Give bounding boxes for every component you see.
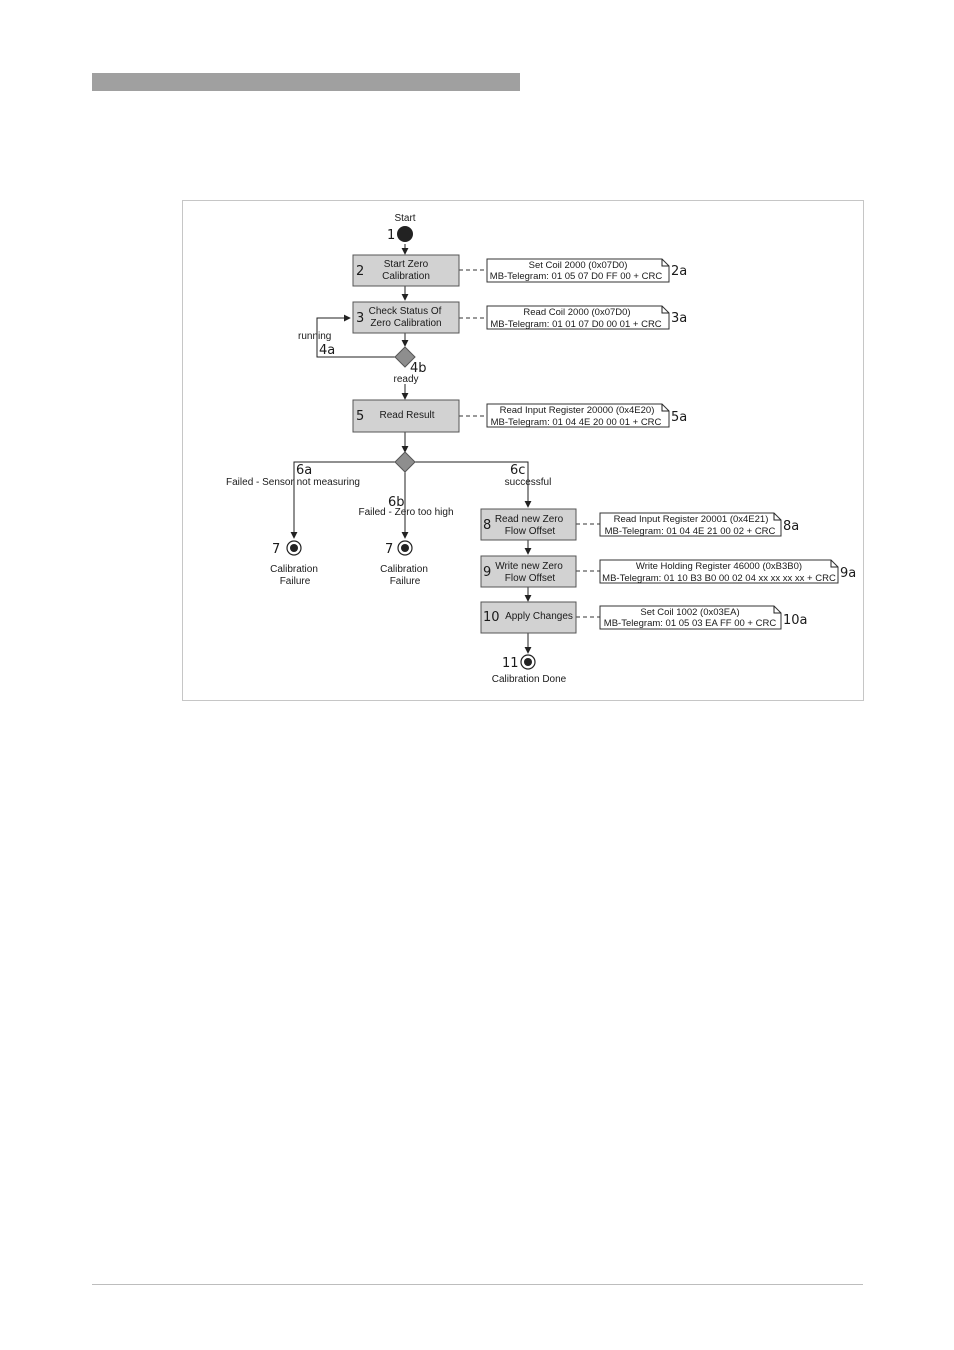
step-4a-number: 4a <box>319 343 335 358</box>
step-11-number: 11 <box>502 656 519 671</box>
step-2-line1: Start Zero <box>384 259 429 270</box>
step-4b-number: 4b <box>410 361 427 376</box>
step-2-box: 2 Start Zero Calibration <box>352 254 460 287</box>
note-5a: Read Input Register 20000 (0x4E20) MB-Te… <box>486 403 687 428</box>
start-label: Start <box>394 213 415 224</box>
step-9-line1: Write new Zero <box>495 561 563 572</box>
step-5-box: 5 Read Result <box>352 399 460 433</box>
calibration-done-label: Calibration Done <box>492 674 567 685</box>
step-10-label: Apply Changes <box>505 611 573 622</box>
step-7b-number: 7 <box>385 542 393 557</box>
note-3a-line2: MB-Telegram: 01 01 07 D0 00 01 + CRC <box>490 319 661 330</box>
failed-sensor-label: Failed - Sensor not measuring <box>226 477 360 488</box>
connectors <box>290 244 600 654</box>
step-3-line2: Zero Calibration <box>370 318 441 329</box>
note-10a: Set Coil 1002 (0x03EA) MB-Telegram: 01 0… <box>599 605 808 630</box>
successful-label: successful <box>505 477 552 488</box>
step-9-line2: Flow Offset <box>505 573 556 584</box>
note-2a-line1: Set Coil 2000 (0x07D0) <box>529 260 628 271</box>
note-9a-line1: Write Holding Register 46000 (0xB3B0) <box>636 561 802 572</box>
failure-a-line1: Calibration <box>270 564 318 575</box>
note-3a: Read Coil 2000 (0x07D0) MB-Telegram: 01 … <box>486 305 687 330</box>
step-2-number: 2 <box>356 264 364 279</box>
note-2a: Set Coil 2000 (0x07D0) MB-Telegram: 01 0… <box>486 258 687 283</box>
note-10a-line1: Set Coil 1002 (0x03EA) <box>640 607 739 618</box>
failure-b-line2: Failure <box>390 576 421 587</box>
note-8a-number: 8a <box>783 519 799 534</box>
note-5a-line1: Read Input Register 20000 (0x4E20) <box>500 405 655 416</box>
note-3a-number: 3a <box>671 311 687 326</box>
failure-a-line2: Failure <box>280 576 311 587</box>
step-3-line1: Check Status Of <box>369 306 442 317</box>
decision-4: running 4a 4b ready <box>298 331 427 385</box>
step-5-number: 5 <box>356 409 364 424</box>
note-10a-number: 10a <box>783 613 808 628</box>
footer-rule <box>92 1284 863 1285</box>
step-3-number: 3 <box>356 311 364 326</box>
start-dot <box>397 226 413 242</box>
diagram-frame <box>182 200 864 701</box>
failed-zero-label: Failed - Zero too high <box>358 507 453 518</box>
step-6a-number: 6a <box>296 463 312 478</box>
step-6b-number: 6b <box>388 495 405 510</box>
step-8-number: 8 <box>483 518 491 533</box>
step-2-line2: Calibration <box>382 271 430 282</box>
note-9a: Write Holding Register 46000 (0xB3B0) MB… <box>599 559 856 584</box>
ready-label: ready <box>393 374 418 385</box>
step-6c-number: 6c <box>510 463 525 478</box>
step-3-box: 3 Check Status Of Zero Calibration <box>352 301 460 334</box>
step-7a-number: 7 <box>272 542 280 557</box>
running-label: running <box>298 331 331 342</box>
step-10-number: 10 <box>483 610 500 625</box>
note-2a-number: 2a <box>671 264 687 279</box>
decision-6: 6a Failed - Sensor not measuring 6b Fail… <box>226 451 552 518</box>
step-1-number: 1 <box>387 228 395 243</box>
section-header-bar <box>92 73 520 91</box>
note-9a-line2: MB-Telegram: 01 10 B3 B0 00 02 04 xx xx … <box>602 573 836 584</box>
step-5-label: Read Result <box>379 410 434 421</box>
step-10-box: 10 Apply Changes <box>480 601 577 634</box>
start-node: Start 1 <box>387 213 416 243</box>
note-5a-number: 5a <box>671 410 687 425</box>
note-8a-line2: MB-Telegram: 01 04 4E 21 00 02 + CRC <box>605 526 776 537</box>
note-10a-line2: MB-Telegram: 01 05 03 EA FF 00 + CRC <box>604 618 777 629</box>
note-8a: Read Input Register 20001 (0x4E21) MB-Te… <box>599 512 799 537</box>
note-5a-line2: MB-Telegram: 01 04 4E 20 00 01 + CRC <box>491 417 662 428</box>
note-9a-number: 9a <box>840 566 856 581</box>
note-2a-line2: MB-Telegram: 01 05 07 D0 FF 00 + CRC <box>490 271 663 282</box>
failure-b-line1: Calibration <box>380 564 428 575</box>
end-failure-b: 7 Calibration Failure <box>380 540 428 587</box>
step-9-number: 9 <box>483 565 491 580</box>
step-9-box: 9 Write new Zero Flow Offset <box>480 555 577 588</box>
end-done: 11 Calibration Done <box>492 654 567 685</box>
note-8a-line1: Read Input Register 20001 (0x4E21) <box>614 514 769 525</box>
note-3a-line1: Read Coil 2000 (0x07D0) <box>523 307 630 318</box>
step-8-line1: Read new Zero <box>495 514 564 525</box>
end-failure-a: 7 Calibration Failure <box>270 540 318 587</box>
step-8-box: 8 Read new Zero Flow Offset <box>480 508 577 541</box>
step-8-line2: Flow Offset <box>505 526 556 537</box>
